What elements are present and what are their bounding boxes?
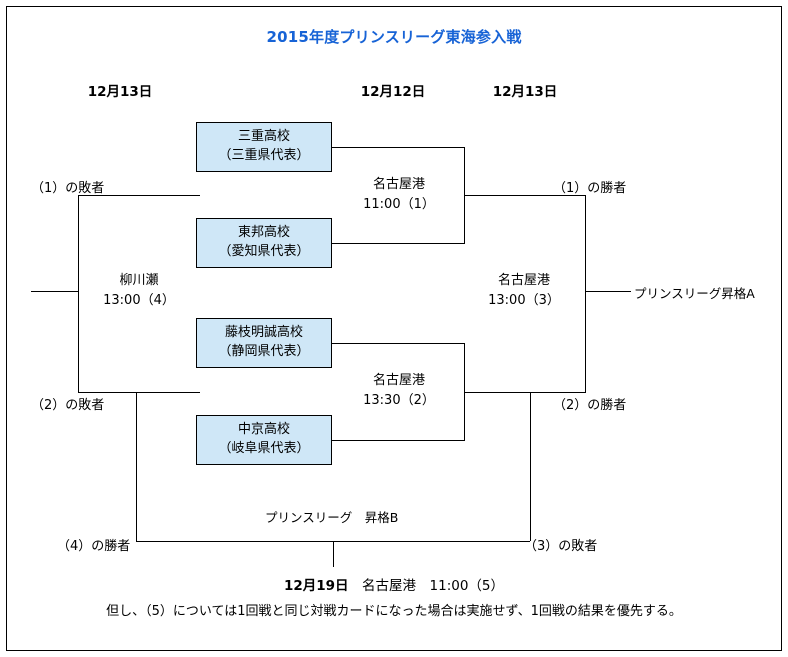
match-number: （4） [140,292,175,308]
team-box-chukyo[interactable]: 中京高校 （岐阜県代表） [196,415,332,465]
team-name: 三重高校 [237,129,290,145]
match-label-3: 名古屋港 13:00（3） [462,271,586,310]
promotion-label-a: プリンスリーグ昇格A [634,286,755,301]
team-name: 東邦高校 [237,225,290,241]
match-time-number: 13:00（4） [78,291,200,311]
connector-line [332,243,464,244]
connector-line [585,291,631,292]
page-border [6,6,782,651]
team-region: （三重県代表） [218,148,310,163]
match-time: 13:30 [363,392,401,408]
qualifier-loser-2: （2）の敗者 [31,398,105,413]
match-time-number: 13:30（2） [334,391,464,411]
team-name: 中京高校 [237,422,290,438]
match-number: （2） [400,392,435,408]
team-region: （岐阜県代表） [218,441,310,456]
qualifier-winner-2: （2）の勝者 [553,398,627,413]
qualifier-loser-1: （1）の敗者 [31,181,105,196]
match-number: （1） [400,196,435,212]
promotion-label-b: プリンスリーグ 昇格B [265,510,399,525]
footer-date: 12月19日 [283,578,349,594]
connector-line [31,291,78,292]
match-time: 11:00 [363,196,401,212]
connector-line [136,392,137,541]
qualifier-winner-1: （1）の勝者 [553,181,627,196]
footer-final-match: 12月19日 名古屋港 11:00（5） [0,574,788,594]
connector-line [332,343,464,344]
connector-line [530,392,531,541]
match-venue: 名古屋港 [372,177,425,192]
connector-line [78,195,79,393]
connector-line [585,195,586,393]
match-time: 13:00 [488,292,526,308]
match-label-2: 名古屋港 13:30（2） [334,371,464,410]
team-box-mie[interactable]: 三重高校 （三重県代表） [196,122,332,172]
footer-detail: 名古屋港 11:00（5） [348,578,505,594]
date-header-round2-left: 12月13日 [87,84,153,100]
match-time-number: 13:00（3） [462,291,586,311]
connector-line [332,440,464,441]
connector-line [332,147,464,148]
footer-note: 但し、（5）については1回戦と同じ対戦カードになった場合は実施せず、1回戦の結果… [106,604,682,619]
team-region: （愛知県代表） [218,244,310,259]
match-number: （3） [525,292,560,308]
team-box-fujiedameisei[interactable]: 藤枝明誠高校 （静岡県代表） [196,318,332,368]
qualifier-loser-3: （3）の敗者 [524,539,598,554]
page-title: 2015年度プリンスリーグ東海参入戦 [266,28,522,46]
connector-line [333,541,334,567]
match-time: 13:00 [103,292,141,308]
team-box-toho[interactable]: 東邦高校 （愛知県代表） [196,218,332,268]
connector-line [464,195,586,196]
match-venue: 名古屋港 [497,273,550,288]
connector-line [78,195,200,196]
match-venue: 柳川瀬 [119,273,159,288]
qualifier-winner-4: （4）の勝者 [57,539,131,554]
match-label-1: 名古屋港 11:00（1） [334,175,464,214]
match-time-number: 11:00（1） [334,195,464,215]
match-label-4: 柳川瀬 13:00（4） [78,271,200,310]
date-header-round1: 12月12日 [360,84,426,100]
date-header-final: 12月13日 [492,84,558,100]
team-name: 藤枝明誠高校 [224,325,303,341]
connector-line [464,392,586,393]
connector-line [78,392,200,393]
match-venue: 名古屋港 [372,373,425,388]
team-region: （静岡県代表） [218,344,310,359]
